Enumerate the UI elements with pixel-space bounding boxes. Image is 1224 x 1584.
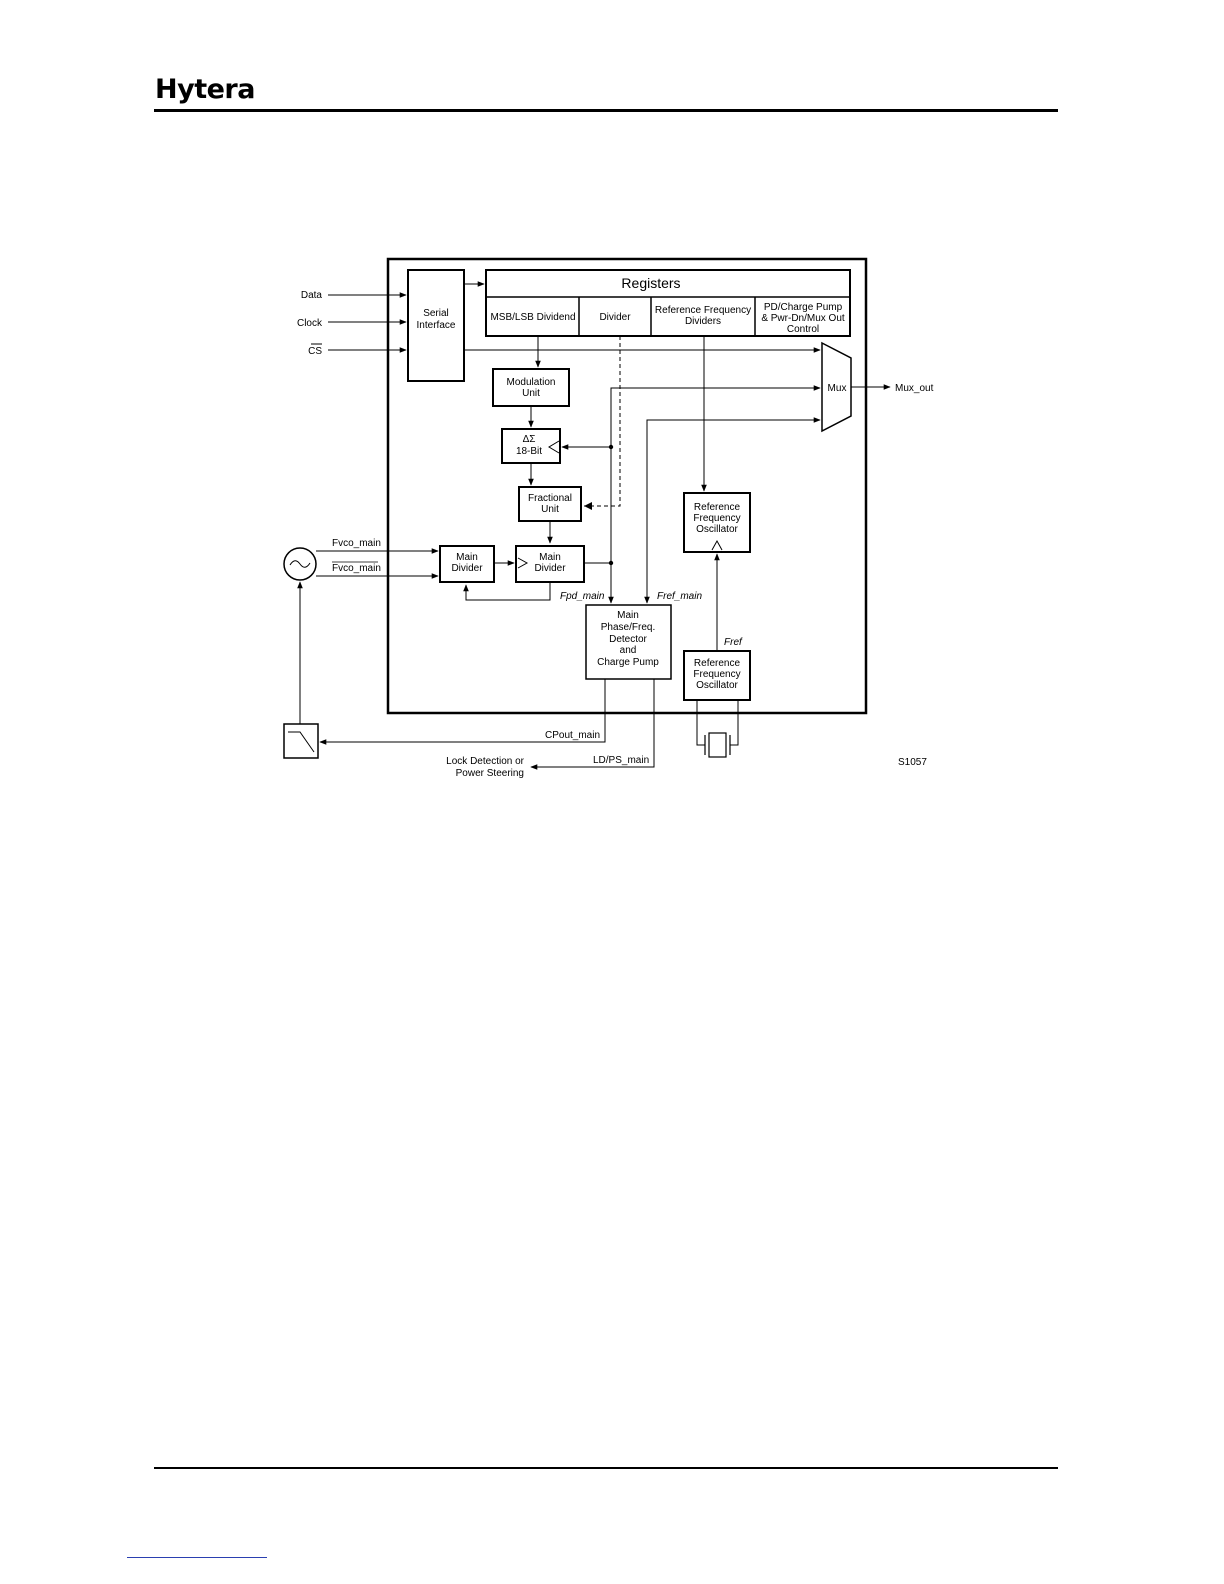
fractional-unit-label-1: Fractional <box>528 493 572 504</box>
registers-block <box>485 269 851 337</box>
modulation-unit-label-1: Modulation <box>507 377 556 388</box>
loop-filter-block <box>283 723 319 759</box>
ref-osc-lower-block <box>683 650 751 701</box>
ref-osc-upper-label-1: Reference <box>694 502 741 513</box>
main-divider-1-label-2: Divider <box>451 563 483 574</box>
delta-sigma-label-2: 18-Bit <box>516 446 542 457</box>
modulation-unit-label-2: Unit <box>522 388 540 399</box>
ref-osc-lower-label-1: Reference <box>694 658 741 669</box>
register-ref-freq-1: Reference Frequency <box>655 305 751 316</box>
fractional-unit-label-2: Unit <box>541 504 559 515</box>
lock-detection-label-2: Power Steering <box>456 768 524 779</box>
data-input-label: Data <box>301 290 323 301</box>
main-divider-1-label-1: Main <box>456 552 478 563</box>
serial-interface-label-2: Interface <box>417 320 456 331</box>
modulation-unit-block <box>492 368 570 407</box>
mux-block <box>821 341 852 433</box>
ref-osc-lower-label-2: Frequency <box>693 669 740 680</box>
ref-osc-upper-block <box>683 492 751 553</box>
register-ref-freq-2: Dividers <box>685 316 721 327</box>
main-divider-2-label-1: Main <box>539 552 561 563</box>
phase-detector-label-3: Detector <box>609 634 647 645</box>
footer-link-line <box>127 1557 267 1558</box>
header-rule <box>154 109 1058 112</box>
brand-logo: Hytera <box>155 74 255 105</box>
main-divider-1-block <box>439 545 495 583</box>
mux-label: Mux <box>828 383 847 394</box>
main-divider-2-block <box>515 545 585 583</box>
fvco-main-label: Fvco_main <box>332 538 381 549</box>
footer-rule <box>154 1467 1058 1469</box>
phase-detector-label-4: and <box>620 645 637 656</box>
register-divider: Divider <box>599 312 631 323</box>
figure-id: S1057 <box>898 757 927 768</box>
cs-input-label: CS <box>308 346 322 357</box>
fref-main-label: Fref_main <box>657 591 702 602</box>
registers-title: Registers <box>621 275 680 291</box>
register-pd-control-2: & Pwr-Dn/Mux Out <box>761 313 845 324</box>
ref-osc-upper-label-2: Frequency <box>693 513 740 524</box>
main-divider-2-label-2: Divider <box>534 563 566 574</box>
mux-out-label: Mux_out <box>895 383 934 394</box>
fref-label: Fref <box>724 637 743 648</box>
lock-detection-label-1: Lock Detection or <box>446 756 524 767</box>
ld-ps-main-label: LD/PS_main <box>593 755 649 766</box>
phase-detector-label-5: Charge Pump <box>597 657 659 668</box>
delta-sigma-label-1: ΔΣ <box>523 434 536 445</box>
crystal-symbol <box>708 732 727 758</box>
chip-boundary <box>386 257 868 715</box>
cpout-main-label: CPout_main <box>545 730 600 741</box>
register-msb-lsb: MSB/LSB Dividend <box>490 312 575 323</box>
fvco-main-bar-label: Fvco_main <box>332 563 381 574</box>
serial-interface-label-1: Serial <box>423 308 449 319</box>
phase-detector-block <box>585 604 672 680</box>
clock-input-label: Clock <box>297 318 323 329</box>
fractional-unit-block <box>518 486 582 522</box>
phase-detector-label-1: Main <box>617 610 639 621</box>
fpd-main-label: Fpd_main <box>560 591 605 602</box>
phase-detector-label-2: Phase/Freq. <box>601 622 655 633</box>
ref-osc-upper-label-3: Oscillator <box>696 524 738 535</box>
ref-osc-lower-label-3: Oscillator <box>696 680 738 691</box>
serial-interface-block <box>407 269 465 382</box>
register-pd-control-3: Control <box>787 324 819 335</box>
register-pd-control-1: PD/Charge Pump <box>764 302 843 313</box>
